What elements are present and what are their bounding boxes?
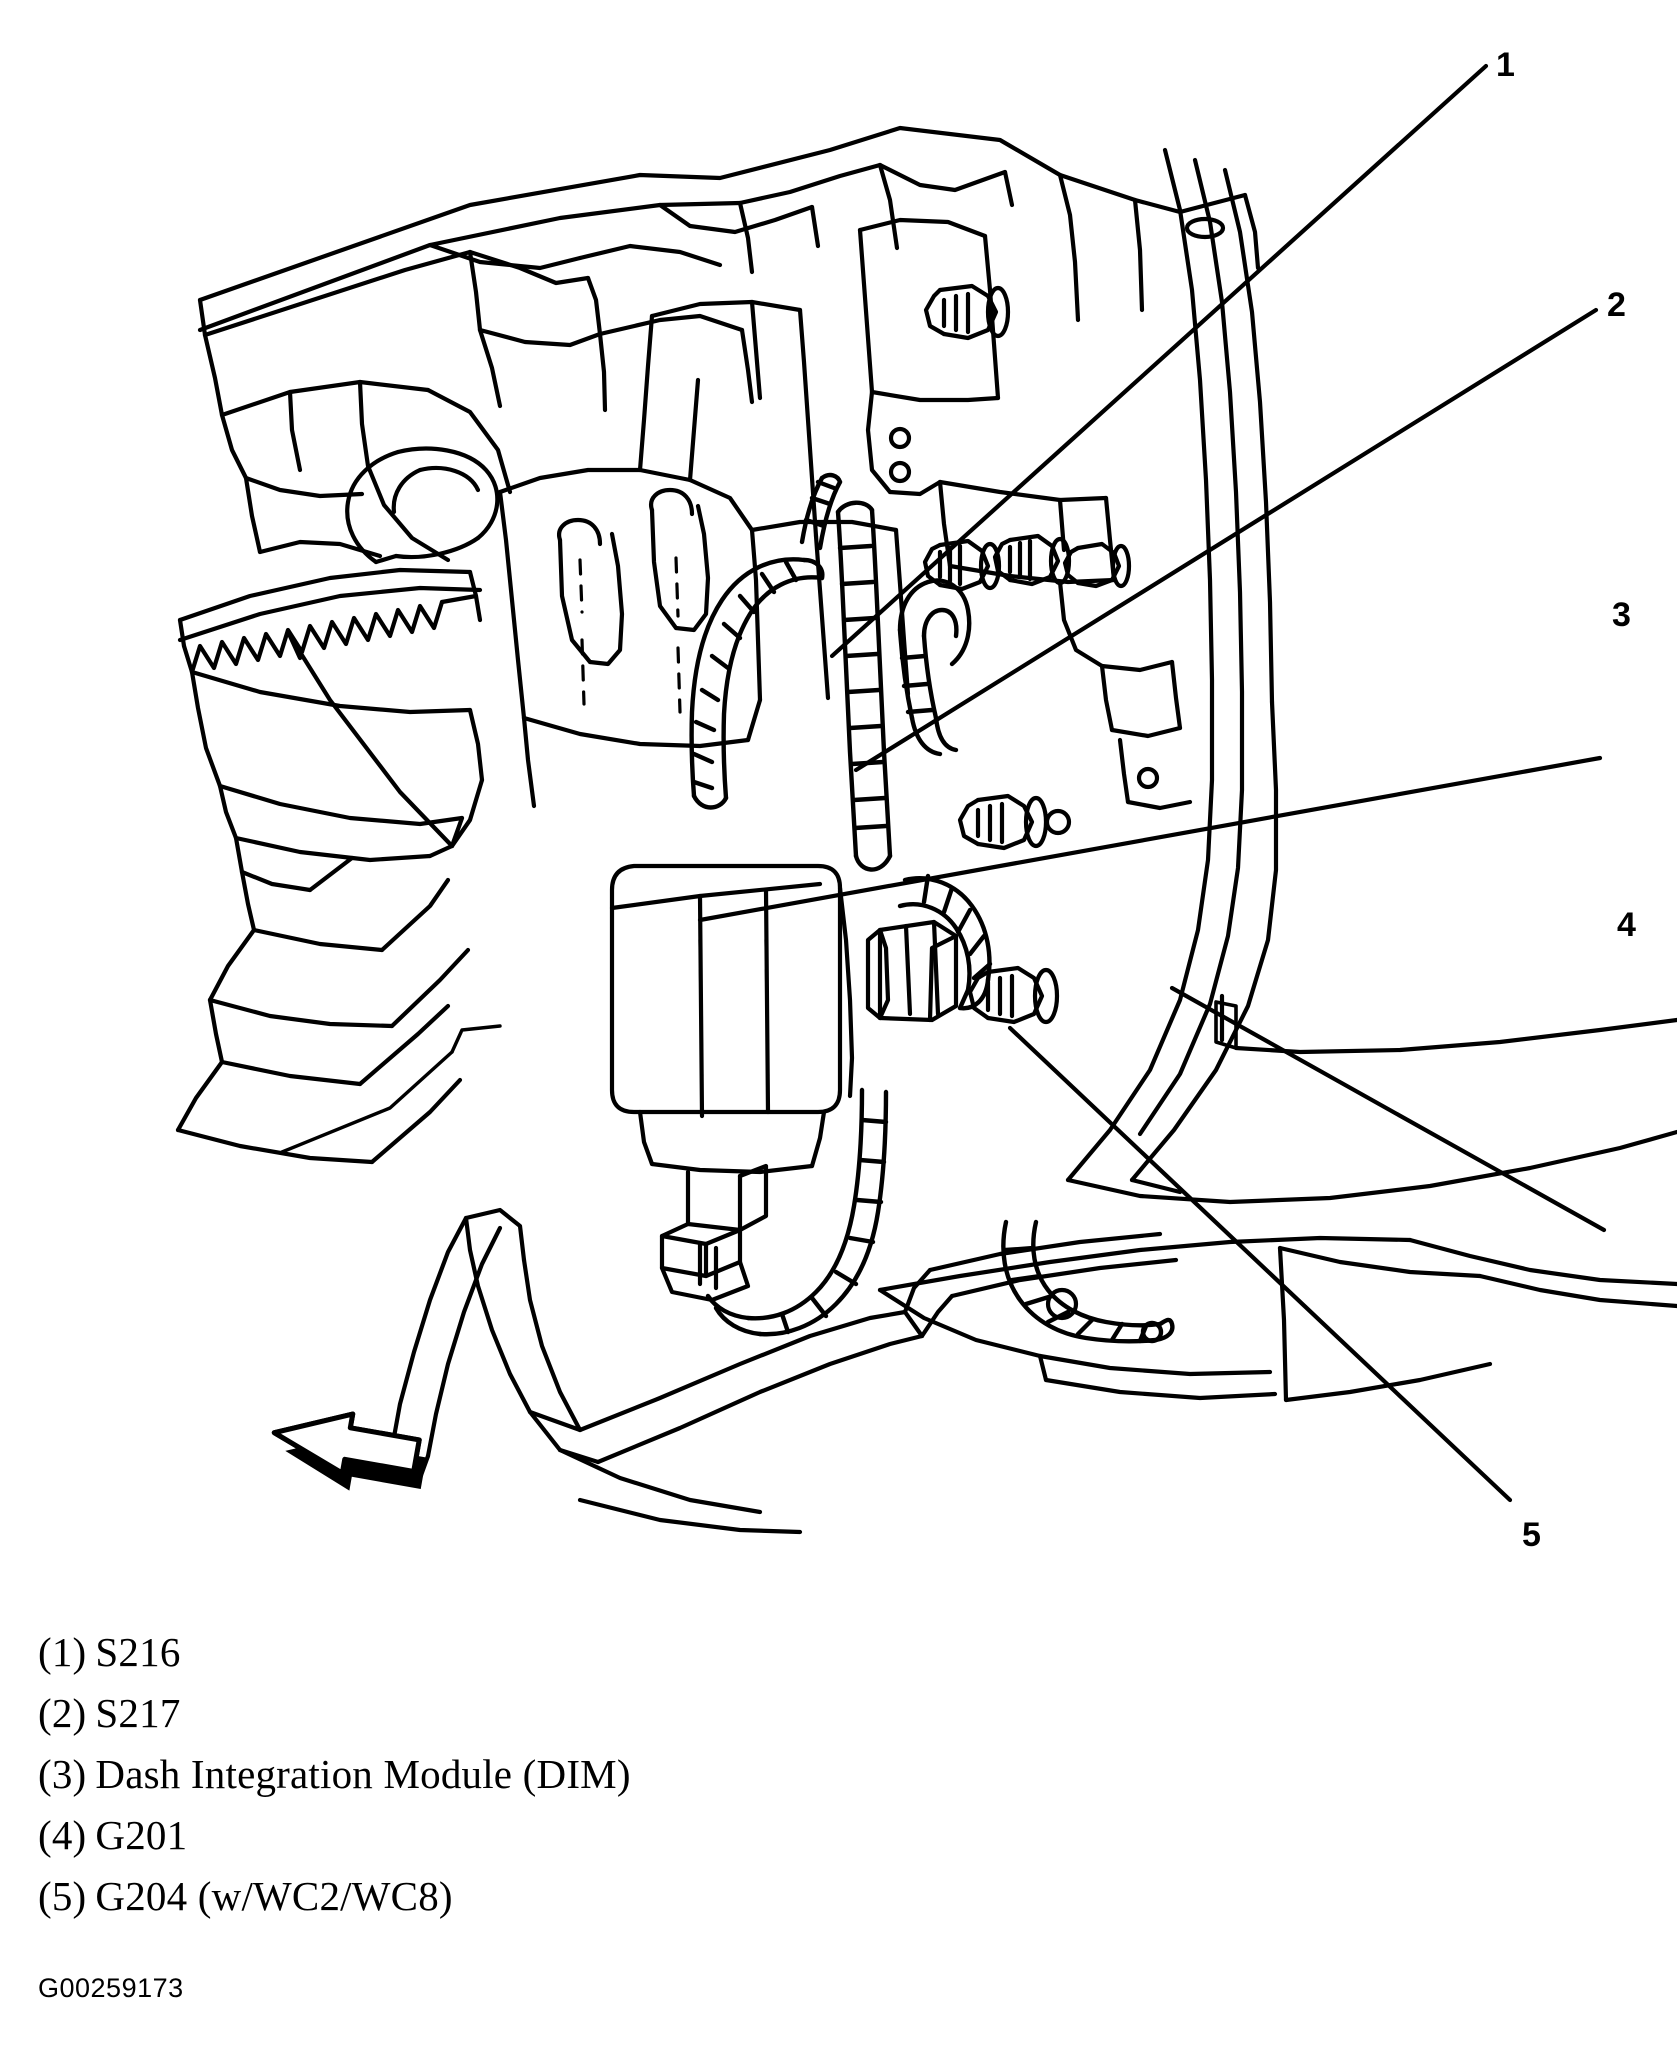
legend-item-3: (3)Dash Integration Module (DIM) <box>38 1744 1138 1805</box>
mid-mounting-bracket <box>922 479 1193 851</box>
legend-item-5: (5)G204 (w/WC2/WC8) <box>38 1866 1138 1927</box>
callout-number-4: 4 <box>1617 906 1636 944</box>
floor-and-sill <box>877 1235 1677 1403</box>
cowl-upper-panels <box>197 249 755 418</box>
leader-line-4 <box>1169 985 1607 1233</box>
legend-item-2: (2)S217 <box>38 1683 1138 1744</box>
legend-label-5: G204 (w/WC2/WC8) <box>95 1873 453 1919</box>
callout-number-2: 2 <box>1607 286 1626 324</box>
leader-line-2 <box>853 307 1599 773</box>
figure-id-code: G00259173 <box>38 1973 184 2003</box>
callout-number-1: 1 <box>1496 46 1515 84</box>
forward-direction-arrow <box>196 1366 436 1526</box>
leader-line-3 <box>697 755 1603 923</box>
a-pillar-body-panel <box>1065 147 1677 1205</box>
legend-index-1: (1) <box>38 1629 87 1675</box>
legend-label-4: G201 <box>95 1812 188 1858</box>
legend-item-1: (1)S216 <box>38 1622 1138 1683</box>
legend-index-4: (4) <box>38 1812 87 1858</box>
callout-number-3: 3 <box>1612 596 1631 634</box>
ground-stud-block <box>865 919 959 1023</box>
legend-list: (1)S216 (2)S217 (3)Dash Integration Modu… <box>38 1622 1138 1927</box>
component-location-illustration <box>175 63 1677 1535</box>
legend-index-3: (3) <box>38 1751 87 1797</box>
legend-label-3: Dash Integration Module (DIM) <box>95 1751 631 1797</box>
wire-harness-left-branch <box>689 557 825 810</box>
legend-label-1: S216 <box>95 1629 181 1675</box>
legend-item-4: (4)G201 <box>38 1805 1138 1866</box>
legend-index-2: (2) <box>38 1690 87 1736</box>
legend-label-2: S217 <box>95 1690 181 1736</box>
hvac-duct-assembly <box>219 379 513 565</box>
vent-grille-panel <box>177 539 485 953</box>
callout-leader-lines <box>697 63 1607 1503</box>
dash-integration-module <box>609 863 855 1303</box>
ground-bolt-lower <box>967 965 1060 1025</box>
hvac-plenum-module <box>497 467 763 809</box>
leader-line-5 <box>1007 1025 1513 1503</box>
upper-mounting-bracket <box>857 217 1011 497</box>
legend-index-5: (5) <box>38 1873 87 1919</box>
illustration-svg <box>175 63 1677 1535</box>
wire-harness-splice-branch <box>799 472 843 551</box>
wire-harness-loop <box>897 578 972 757</box>
instrument-panel-upper-structure <box>197 125 1261 333</box>
steering-column-support <box>463 1207 1179 1535</box>
lower-kick-panel <box>175 927 502 1165</box>
callout-number-5: 5 <box>1522 1516 1541 1554</box>
leader-line-1 <box>829 63 1489 659</box>
